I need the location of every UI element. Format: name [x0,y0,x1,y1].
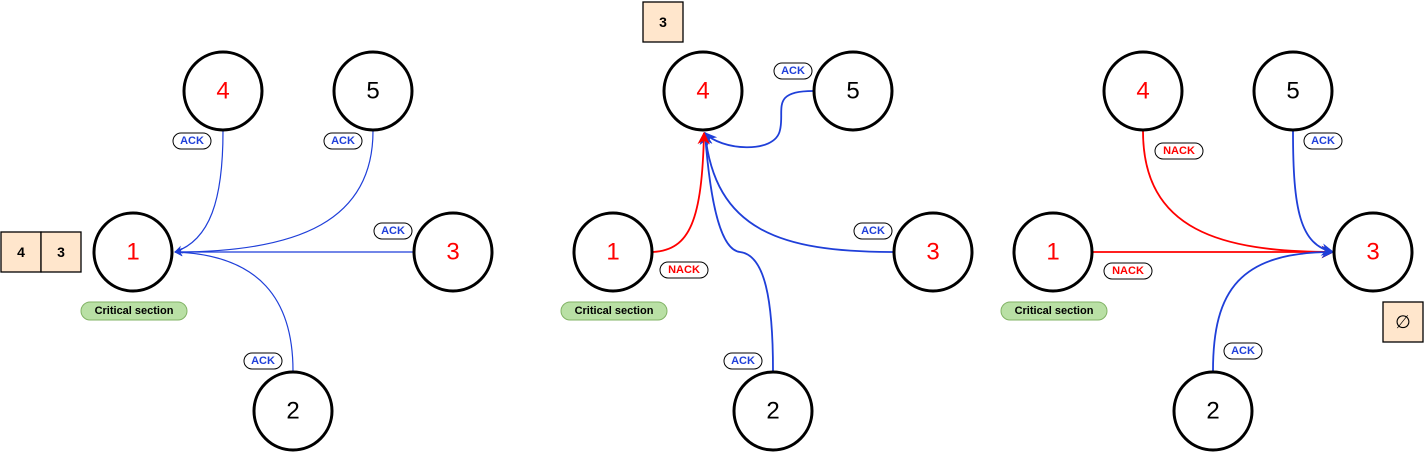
node-label: 1 [606,239,619,266]
node-label: 2 [286,398,299,425]
node-label: 4 [216,78,229,105]
node-4: 4 [1102,50,1184,132]
node-label: 3 [926,239,939,266]
node-1: 1 [572,211,654,293]
node-label: 1 [126,239,139,266]
empty-set-symbol: ∅ [1395,312,1411,332]
svg-text:NACK: NACK [1112,265,1144,277]
node-2: 2 [732,370,814,452]
node-3: 3 [892,211,974,293]
panel-3: 1 4 5 3 2 NACK ACK NACK [1000,50,1424,452]
svg-text:NACK: NACK [668,264,700,276]
node-3: 3 [1332,211,1414,293]
critical-section-badge: Critical section [560,301,668,321]
critical-section-badge: Critical section [80,301,188,321]
edge-4-to-3 [1142,130,1335,259]
ack-label-5: ACK [1303,132,1343,150]
node-label: 5 [1286,78,1299,105]
edge-5-to-1 [174,130,374,257]
node-2: 2 [1172,370,1254,452]
svg-text:ACK: ACK [781,65,805,77]
svg-text:ACK: ACK [731,355,755,367]
svg-text:ACK: ACK [331,135,355,147]
svg-text:ACK: ACK [180,135,204,147]
node-5: 5 [1252,50,1334,132]
queue-item: 3 [659,14,667,30]
ack-label-5: ACK [323,132,363,150]
ack-label-3: ACK [853,222,893,240]
node-label: 5 [366,78,379,105]
edge-3-to-4 [699,131,894,253]
nack-label-1: NACK [659,261,709,279]
node-5: 5 [332,50,414,132]
panel-2: 1 4 5 3 2 ACK NACK ACK [560,1,974,452]
node-2: 2 [252,370,334,452]
nack-label-1: NACK [1103,262,1153,280]
ack-label-4: ACK [172,132,212,150]
node-label: 2 [1206,398,1219,425]
svg-text:ACK: ACK [1311,135,1335,147]
node-3: 3 [412,211,494,293]
ack-label-5: ACK [773,62,813,80]
edge-1-to-4 [652,131,711,253]
svg-text:ACK: ACK [381,225,405,237]
svg-text:Critical section: Critical section [575,305,654,317]
ack-label-2: ACK [243,352,283,370]
nack-label-4: NACK [1154,142,1204,160]
node-4: 4 [662,50,744,132]
node-label: 2 [766,398,779,425]
svg-text:NACK: NACK [1163,145,1195,157]
edge-2-to-3 [1212,245,1335,372]
node-1: 1 [92,211,174,293]
panel-1: 1 4 5 3 2 ACK ACK ACK [0,50,494,452]
edge-2-to-1 [174,248,294,372]
queue-item: 4 [17,244,25,260]
svg-text:ACK: ACK [861,225,885,237]
edge-4-to-1 [174,130,224,254]
node-label: 3 [1366,239,1379,266]
ack-label-2: ACK [1223,342,1263,360]
node-label: 4 [696,78,709,105]
ack-label-2: ACK [723,352,763,370]
node-label: 1 [1046,239,1059,266]
request-queue: 4 3 [0,231,82,273]
edge-5-to-4 [704,90,814,149]
svg-text:Critical section: Critical section [1015,305,1094,317]
svg-text:ACK: ACK [251,355,275,367]
svg-text:Critical section: Critical section [95,305,174,317]
request-queue: 3 [642,1,684,43]
node-label: 4 [1136,78,1149,105]
critical-section-badge: Critical section [1000,301,1108,321]
node-label: 3 [446,239,459,266]
node-label: 5 [846,78,859,105]
queue-item: 3 [57,244,65,260]
edge-2-to-4 [699,131,774,372]
node-4: 4 [182,50,264,132]
node-1: 1 [1012,211,1094,293]
ack-label-3: ACK [373,222,413,240]
request-queue-empty: ∅ [1382,301,1424,343]
node-5: 5 [812,50,894,132]
svg-text:ACK: ACK [1231,345,1255,357]
